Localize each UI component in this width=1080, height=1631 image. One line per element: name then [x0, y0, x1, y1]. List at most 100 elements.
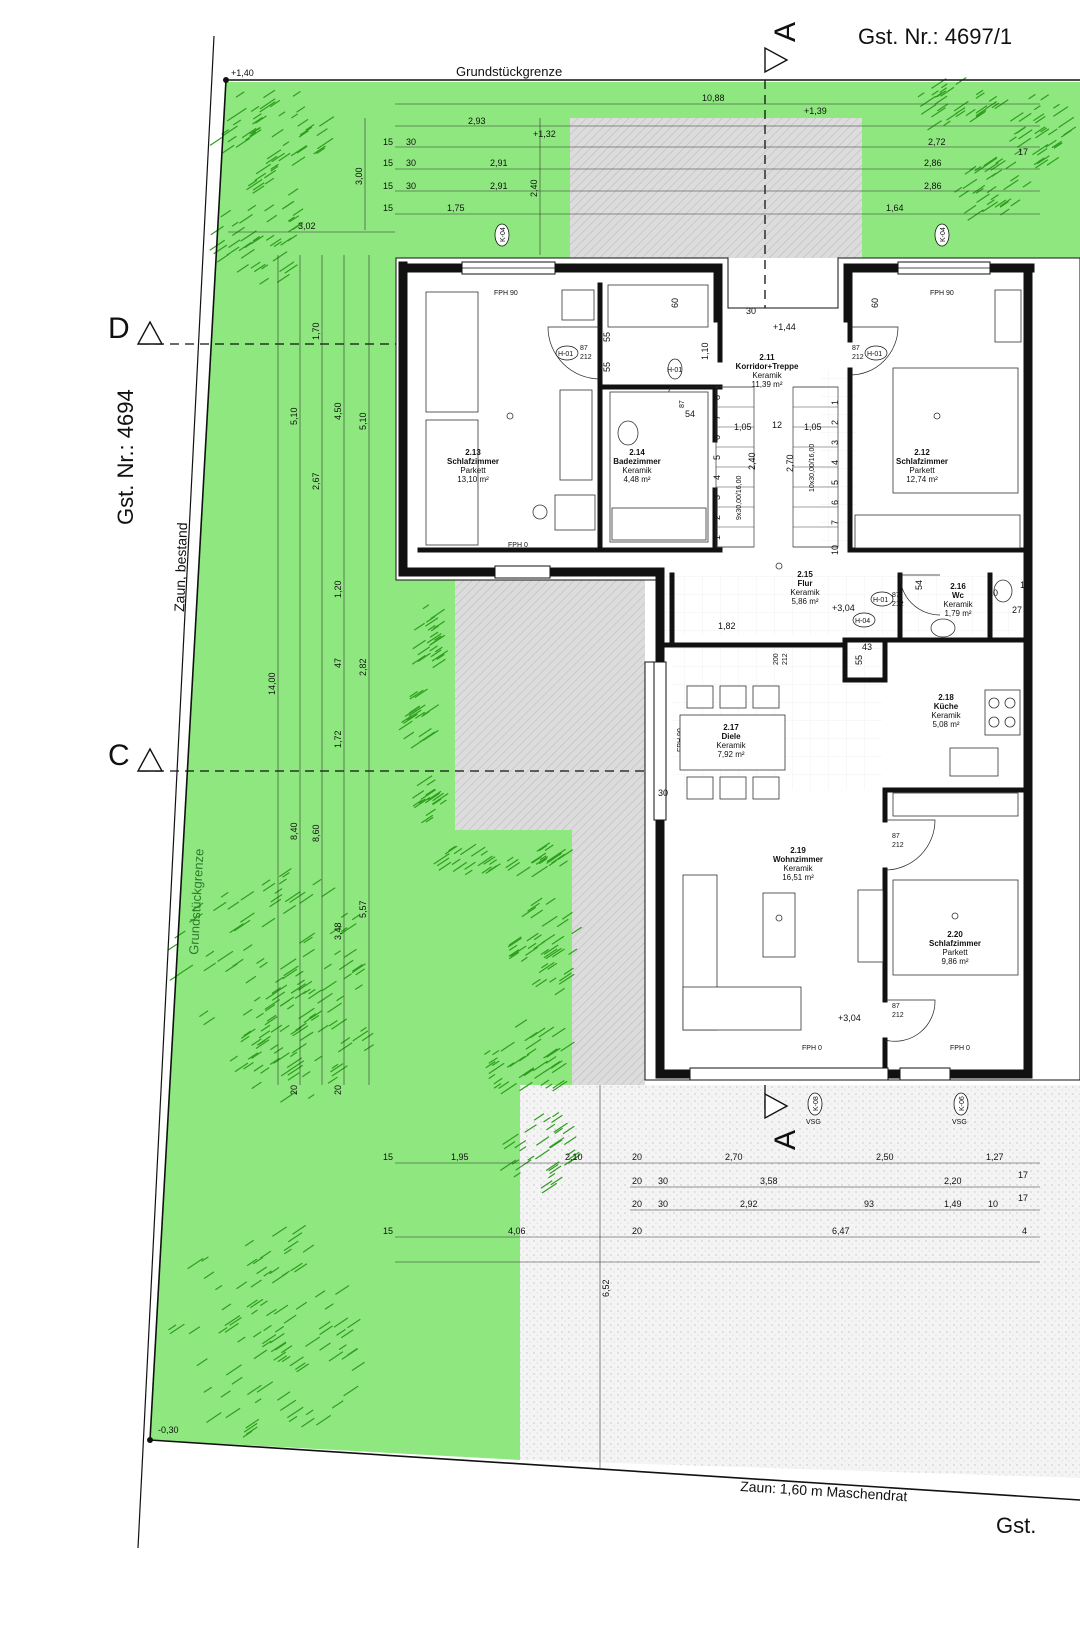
- svg-text:30: 30: [658, 1176, 668, 1186]
- door-tag-h04: H-04: [852, 612, 876, 628]
- svg-text:1,49: 1,49: [944, 1199, 962, 1209]
- svg-text:2,86: 2,86: [924, 181, 942, 191]
- svg-text:212: 212: [892, 601, 904, 608]
- svg-text:54: 54: [685, 409, 695, 419]
- svg-text:2: 2: [712, 515, 722, 520]
- boundary-label-top: Grundstückgrenze: [456, 64, 562, 79]
- svg-text:12: 12: [772, 420, 782, 430]
- section-c-arrow-icon: [136, 747, 164, 772]
- svg-text:K-04: K-04: [940, 227, 947, 242]
- svg-text:6,52: 6,52: [601, 1279, 611, 1297]
- svg-text:+1,44: +1,44: [773, 322, 796, 332]
- svg-text:212: 212: [892, 1012, 904, 1019]
- svg-text:8,60: 8,60: [311, 824, 321, 842]
- section-a-top-arrow-icon: [764, 46, 789, 74]
- room-number: 2.16: [950, 582, 966, 591]
- svg-text:1,27: 1,27: [986, 1152, 1004, 1162]
- glazing-label-vsg-right: VSG: [952, 1119, 967, 1126]
- window-north-left: [461, 261, 556, 275]
- svg-text:2,20: 2,20: [944, 1176, 962, 1186]
- svg-text:2,91: 2,91: [490, 181, 508, 191]
- svg-text:15: 15: [383, 158, 393, 168]
- svg-text:10x30,00/16,00: 10x30,00/16,00: [809, 444, 816, 492]
- fence-line-left: [137, 35, 215, 1549]
- svg-text:3,48: 3,48: [333, 922, 343, 940]
- dimension-texts-bottom: 1,95 2,10 2,70 2,50 1,27 3,58 2,20 2,92 …: [383, 1152, 1028, 1297]
- svg-text:30: 30: [658, 1199, 668, 1209]
- svg-text:20: 20: [632, 1199, 642, 1209]
- window-label-fph0-213: FPH 0: [508, 542, 528, 549]
- svg-text:30: 30: [658, 788, 668, 798]
- svg-text:10: 10: [988, 1199, 998, 1209]
- tree-scribble: [209, 169, 304, 285]
- svg-text:1,75: 1,75: [447, 203, 465, 213]
- svg-text:2,40: 2,40: [529, 179, 539, 197]
- exterior-wall-west-lower: [655, 567, 1033, 1079]
- room-floor: Parkett: [460, 466, 486, 475]
- dimension-lines: [228, 103, 1040, 1470]
- room-area: 12,74 m²: [906, 475, 938, 484]
- svg-text:6: 6: [712, 435, 722, 440]
- svg-text:87: 87: [892, 1003, 900, 1010]
- svg-text:54: 54: [914, 580, 924, 590]
- svg-text:H-04: H-04: [855, 618, 870, 625]
- room-floor: Keramik: [783, 864, 813, 873]
- svg-text:55: 55: [602, 362, 612, 372]
- interior-walls: [417, 282, 1028, 1077]
- svg-text:1,05: 1,05: [804, 422, 822, 432]
- interior-dimension-texts: 1,05 1,05 12 2,40 2,70 9x30,00/16,00 10x…: [580, 298, 1030, 1019]
- svg-text:4: 4: [830, 460, 840, 465]
- room-number: 2.11: [759, 353, 775, 362]
- svg-text:3,58: 3,58: [760, 1176, 778, 1186]
- svg-text:+1,39: +1,39: [804, 106, 827, 116]
- window-tag-k04-left: K-04: [494, 223, 510, 247]
- svg-text:2,10: 2,10: [565, 1152, 583, 1162]
- room-area: 4,48 m²: [623, 475, 650, 484]
- svg-text:87: 87: [892, 592, 900, 599]
- svg-text:27: 27: [1012, 605, 1022, 615]
- svg-text:20: 20: [632, 1152, 642, 1162]
- window-diele-west: [653, 661, 667, 821]
- svg-text:30: 30: [406, 158, 416, 168]
- exterior-wall-north-west: [398, 261, 723, 577]
- furniture: [425, 284, 1022, 1031]
- svg-text:200: 200: [773, 653, 780, 665]
- room-area: 7,92 m²: [717, 750, 744, 759]
- svg-text:H-01: H-01: [873, 597, 888, 604]
- window-room-213: [494, 565, 551, 579]
- svg-text:+1,32: +1,32: [533, 129, 556, 139]
- svg-text:4: 4: [1022, 1226, 1027, 1236]
- svg-text:15: 15: [383, 1152, 393, 1162]
- room-floor: Parkett: [909, 466, 935, 475]
- tree-scribble: [412, 775, 449, 824]
- window-tag-k04-right: K-04: [934, 223, 950, 247]
- room-name: Wohnzimmer: [773, 855, 823, 864]
- svg-text:2,86: 2,86: [924, 158, 942, 168]
- parcel-number-top-right: Gst. Nr.: 4697/1: [858, 24, 1012, 49]
- svg-text:15: 15: [383, 203, 393, 213]
- svg-text:212: 212: [782, 653, 789, 665]
- glazing-label-vsg-left: VSG: [806, 1119, 821, 1126]
- tree-scribble: [483, 1019, 575, 1095]
- room-floor: Keramik: [931, 711, 961, 720]
- tree-scribble: [168, 1224, 365, 1438]
- svg-text:5,10: 5,10: [358, 412, 368, 430]
- svg-text:212: 212: [580, 354, 592, 361]
- room-number: 2.19: [790, 846, 806, 855]
- svg-text:55: 55: [854, 655, 864, 665]
- svg-text:9: 9: [712, 385, 722, 390]
- exterior-wall-north-east: [843, 263, 1035, 323]
- svg-text:30: 30: [406, 137, 416, 147]
- svg-text:20: 20: [632, 1226, 642, 1236]
- window-label-fph0-220: FPH 0: [950, 1045, 970, 1052]
- boundary-label-left: Grundstückgrenze: [186, 848, 207, 955]
- tree-scribble: [1009, 93, 1077, 169]
- room-number: 2.15: [797, 570, 813, 579]
- section-marker-c: C: [108, 739, 130, 772]
- window-tag-k06: K-06: [953, 1092, 969, 1116]
- svg-text:2,70: 2,70: [785, 454, 795, 472]
- svg-text:3,02: 3,02: [298, 221, 316, 231]
